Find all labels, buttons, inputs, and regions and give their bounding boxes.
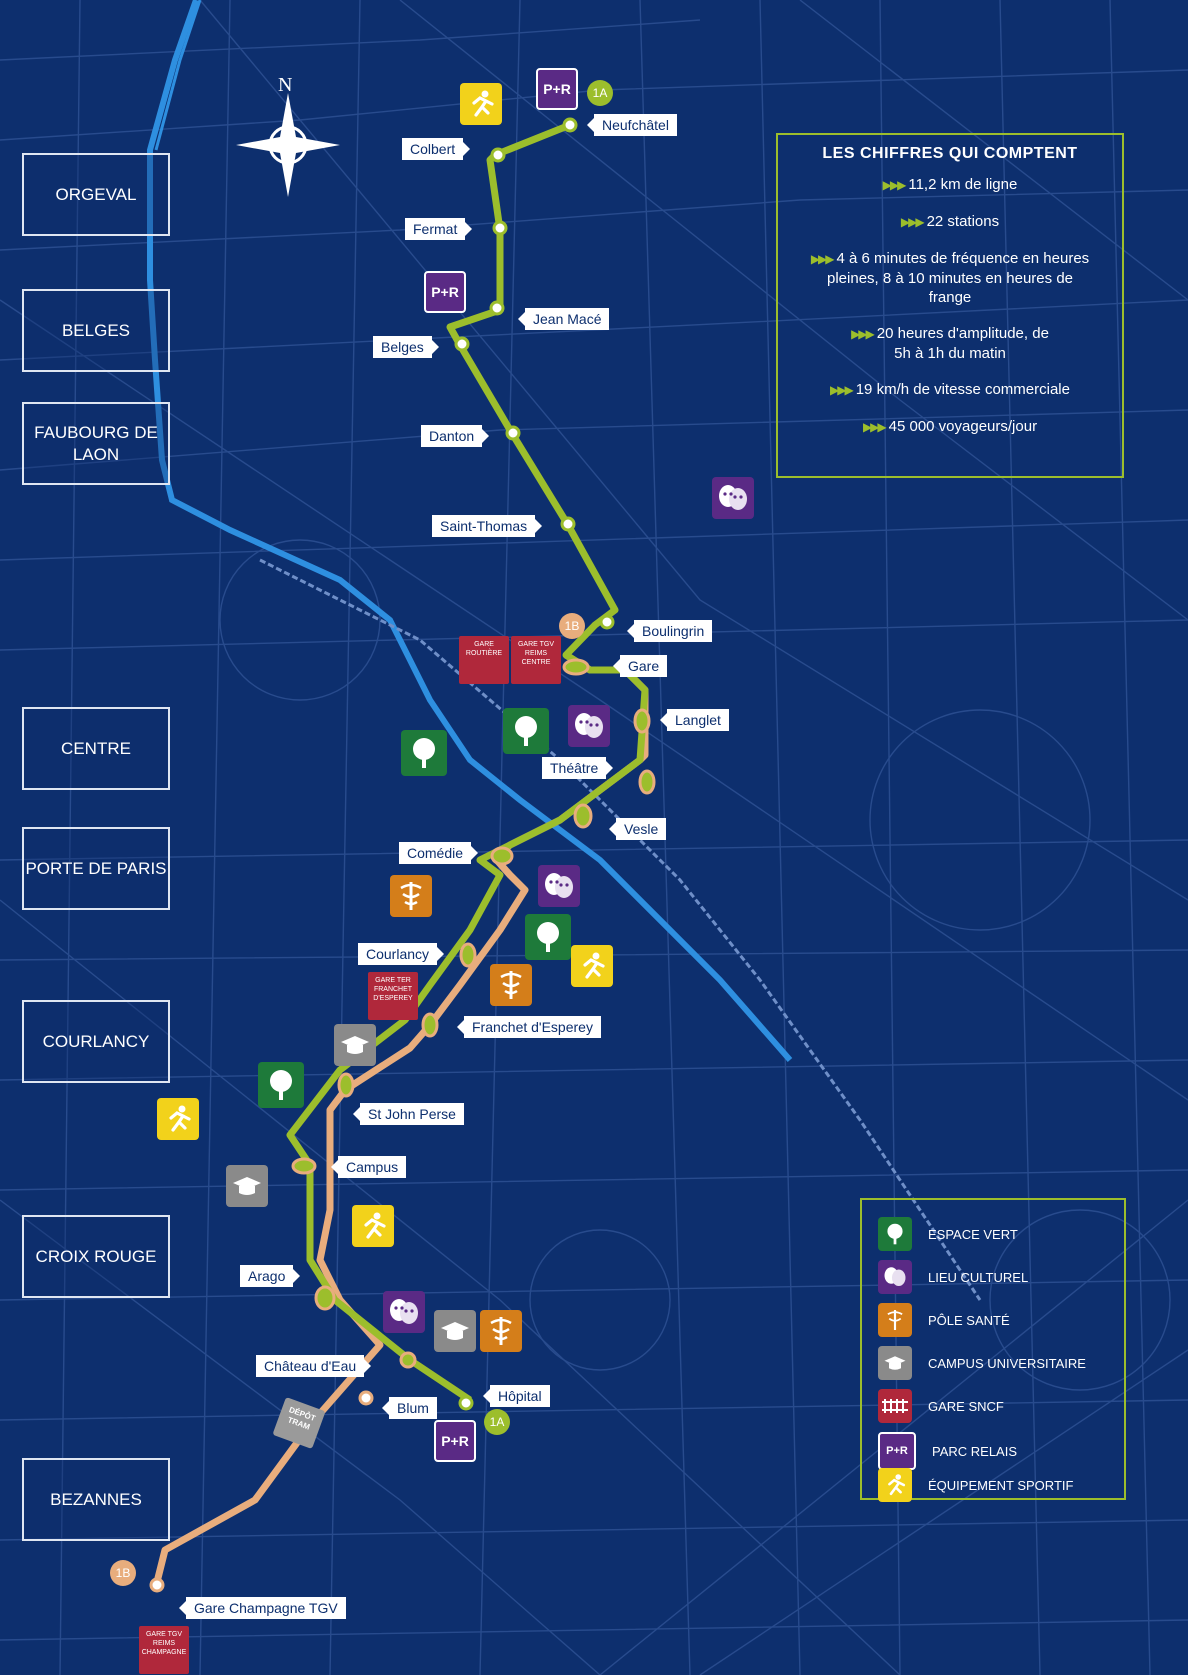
stat-item: ▶▶▶4 à 6 minutes de fréquence en heures … bbox=[810, 250, 1090, 306]
graduation-cap-icon bbox=[226, 1165, 268, 1207]
legend-item: LIEU CULTUREL bbox=[878, 1260, 1028, 1294]
line-1a-north-badge: 1A bbox=[587, 80, 613, 106]
district-faubourg-de-laon: FAUBOURG DE LAON bbox=[22, 402, 170, 485]
tram-line-1a bbox=[286, 121, 649, 1403]
shared-station-dots bbox=[149, 658, 656, 1593]
runner-icon bbox=[460, 83, 502, 125]
station-hopital[interactable]: Hôpital bbox=[483, 1385, 550, 1407]
graduation-cap-icon bbox=[334, 1024, 376, 1066]
legend-item: CAMPUS UNIVERSITAIRE bbox=[878, 1346, 1086, 1380]
station-saint-thomas[interactable]: Saint-Thomas bbox=[432, 515, 543, 537]
gare-tgv-reims-champagne-icon: GARE TGV REIMS CHAMPAGNE bbox=[139, 1626, 189, 1674]
gare-ter-franchet-icon: GARE TER FRANCHET D'ESPEREY bbox=[368, 972, 418, 1020]
station-fermat[interactable]: Fermat bbox=[405, 218, 473, 240]
tree-icon bbox=[503, 708, 549, 754]
district-croix-rouge: CROIX ROUGE bbox=[22, 1215, 170, 1298]
tram-line-1b bbox=[151, 652, 649, 1591]
district-bezannes: BEZANNES bbox=[22, 1458, 170, 1541]
theatre-masks-icon bbox=[383, 1291, 425, 1333]
station-gare-champagne-tgv[interactable]: Gare Champagne TGV bbox=[179, 1597, 346, 1619]
legend-item: ESPACE VERT bbox=[878, 1217, 1018, 1251]
line-1b-south-badge: 1B bbox=[110, 1560, 136, 1586]
line-1a-south-badge: 1A bbox=[484, 1409, 510, 1435]
legend-item: PÔLE SANTÉ bbox=[878, 1303, 1010, 1337]
station-belges[interactable]: Belges bbox=[373, 336, 439, 358]
station-jean-mace[interactable]: Jean Macé bbox=[517, 308, 610, 330]
theatre-masks-icon bbox=[878, 1260, 912, 1294]
legend-item: ÉQUIPEMENT SPORTIF bbox=[878, 1468, 1073, 1502]
station-courlancy[interactable]: Courlancy bbox=[358, 943, 445, 965]
station-campus[interactable]: Campus bbox=[330, 1156, 407, 1178]
station-langlet[interactable]: Langlet bbox=[660, 709, 729, 731]
park-and-ride-icon: P+R bbox=[424, 271, 466, 313]
map-legend: ESPACE VERT LIEU CULTUREL PÔLE SANTÉ CAM… bbox=[860, 1198, 1126, 1502]
runner-icon bbox=[352, 1205, 394, 1247]
caduceus-icon bbox=[490, 964, 532, 1006]
theatre-masks-icon bbox=[712, 477, 754, 519]
district-porte-de-paris: PORTE DE PARIS bbox=[22, 827, 170, 910]
caduceus-icon bbox=[390, 875, 432, 917]
tree-icon bbox=[401, 730, 447, 776]
compass-north-label: N bbox=[278, 74, 293, 96]
caduceus-icon bbox=[480, 1310, 522, 1352]
district-centre: CENTRE bbox=[22, 707, 170, 790]
river-canal bbox=[147, 0, 793, 1062]
station-vesle[interactable]: Vesle bbox=[608, 818, 667, 840]
stat-item: ▶▶▶45 000 voyageurs/jour bbox=[862, 418, 1038, 435]
station-arago[interactable]: Arago bbox=[240, 1265, 301, 1287]
tree-icon bbox=[258, 1062, 304, 1108]
caduceus-icon bbox=[878, 1303, 912, 1337]
legend-item: GARE SNCF bbox=[878, 1389, 1004, 1423]
key-figures-panel: LES CHIFFRES QUI COMPTENT ▶▶▶11,2 km de … bbox=[776, 133, 1124, 478]
station-gare[interactable]: Gare bbox=[612, 655, 668, 677]
station-chateau-deau[interactable]: Château d'Eau bbox=[256, 1355, 372, 1377]
key-figures-title: LES CHIFFRES QUI COMPTENT bbox=[822, 145, 1078, 162]
compass-rose-icon bbox=[236, 93, 340, 197]
station-danton[interactable]: Danton bbox=[421, 425, 490, 447]
park-and-ride-icon: P+R bbox=[878, 1432, 916, 1470]
graduation-cap-icon bbox=[434, 1310, 476, 1352]
tree-icon bbox=[878, 1217, 912, 1251]
runner-icon bbox=[571, 945, 613, 987]
runner-icon bbox=[157, 1098, 199, 1140]
line-1b-north-badge: 1B bbox=[559, 613, 585, 639]
gare-tgv-reims-centre-icon: GARE TGV REIMS CENTRE bbox=[511, 636, 561, 684]
station-boulingrin[interactable]: Boulingrin bbox=[626, 620, 713, 642]
district-courlancy: COURLANCY bbox=[22, 1000, 170, 1083]
stat-item: ▶▶▶11,2 km de ligne bbox=[882, 176, 1018, 193]
park-and-ride-icon: P+R bbox=[536, 68, 578, 110]
runner-icon bbox=[878, 1468, 912, 1502]
theatre-masks-icon bbox=[568, 705, 610, 747]
district-orgeval: ORGEVAL bbox=[22, 153, 170, 236]
district-belges: BELGES bbox=[22, 289, 170, 372]
theatre-masks-icon bbox=[538, 865, 580, 907]
stat-item: ▶▶▶22 stations bbox=[900, 213, 1000, 230]
rail-icon bbox=[878, 1389, 912, 1423]
station-comedie[interactable]: Comédie bbox=[399, 842, 479, 864]
tree-icon bbox=[525, 914, 571, 960]
station-colbert[interactable]: Colbert bbox=[402, 138, 471, 160]
station-blum[interactable]: Blum bbox=[382, 1397, 437, 1419]
gare-routiere-icon: GARE ROUTIÈRE bbox=[459, 636, 509, 684]
graduation-cap-icon bbox=[878, 1346, 912, 1380]
park-and-ride-icon: P+R bbox=[434, 1420, 476, 1462]
railway bbox=[259, 558, 982, 1301]
station-neufchatel[interactable]: Neufchâtel bbox=[587, 114, 677, 136]
stat-item: ▶▶▶19 km/h de vitesse commerciale bbox=[830, 381, 1070, 398]
station-st-john-perse[interactable]: St John Perse bbox=[353, 1103, 464, 1125]
station-theatre[interactable]: Théâtre bbox=[542, 757, 614, 779]
station-franchet-desperey[interactable]: Franchet d'Esperey bbox=[457, 1016, 601, 1038]
station-dots bbox=[454, 117, 615, 1411]
stat-item: ▶▶▶20 heures d'amplitude, de 5h à 1h du … bbox=[851, 325, 1049, 362]
